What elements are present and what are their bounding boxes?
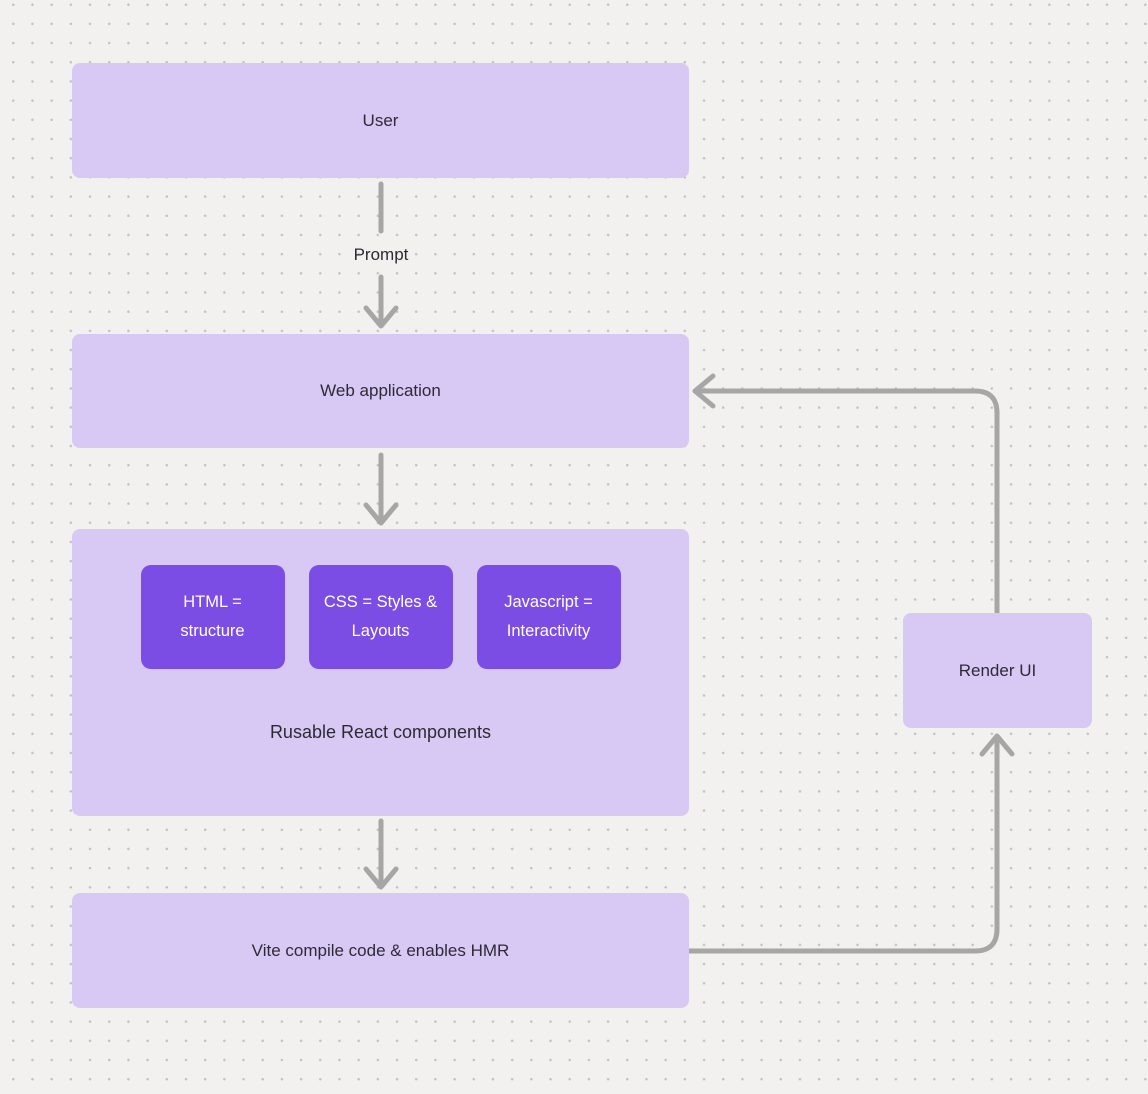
- node-vite: Vite compile code & enables HMR: [72, 893, 689, 1008]
- edge-vite-to-renderui-arrow: [686, 733, 1015, 954]
- edge-label-prompt: Prompt: [353, 245, 409, 264]
- node-css: CSS = Styles & Layouts: [308, 565, 453, 669]
- node-render-ui-label: Render UI: [958, 660, 1037, 680]
- node-components-group: HTML = structure CSS = Styles & Layouts …: [72, 529, 689, 816]
- node-javascript: Javascript = Interactivity: [476, 565, 621, 669]
- node-render-ui: Render UI: [903, 613, 1092, 728]
- edge-prompt-to-webapp-arrow: [363, 274, 399, 329]
- node-user: User: [72, 63, 689, 178]
- node-user-label: User: [362, 110, 399, 130]
- node-web-application: Web application: [72, 334, 689, 448]
- edge-renderui-to-webapp-arrow: [692, 373, 1000, 616]
- node-javascript-label: Javascript = Interactivity: [504, 593, 593, 640]
- edge-components-to-vite-arrow: [363, 818, 399, 890]
- node-html-label: HTML = structure: [180, 593, 245, 640]
- node-web-application-label: Web application: [320, 381, 441, 400]
- components-group-caption: Rusable React components: [269, 722, 492, 742]
- components-row: HTML = structure CSS = Styles & Layouts …: [72, 565, 689, 669]
- node-css-label: CSS = Styles & Layouts: [323, 593, 438, 640]
- node-vite-label: Vite compile code & enables HMR: [251, 940, 510, 960]
- edge-webapp-to-components-arrow: [363, 452, 399, 526]
- node-html: HTML = structure: [140, 565, 285, 669]
